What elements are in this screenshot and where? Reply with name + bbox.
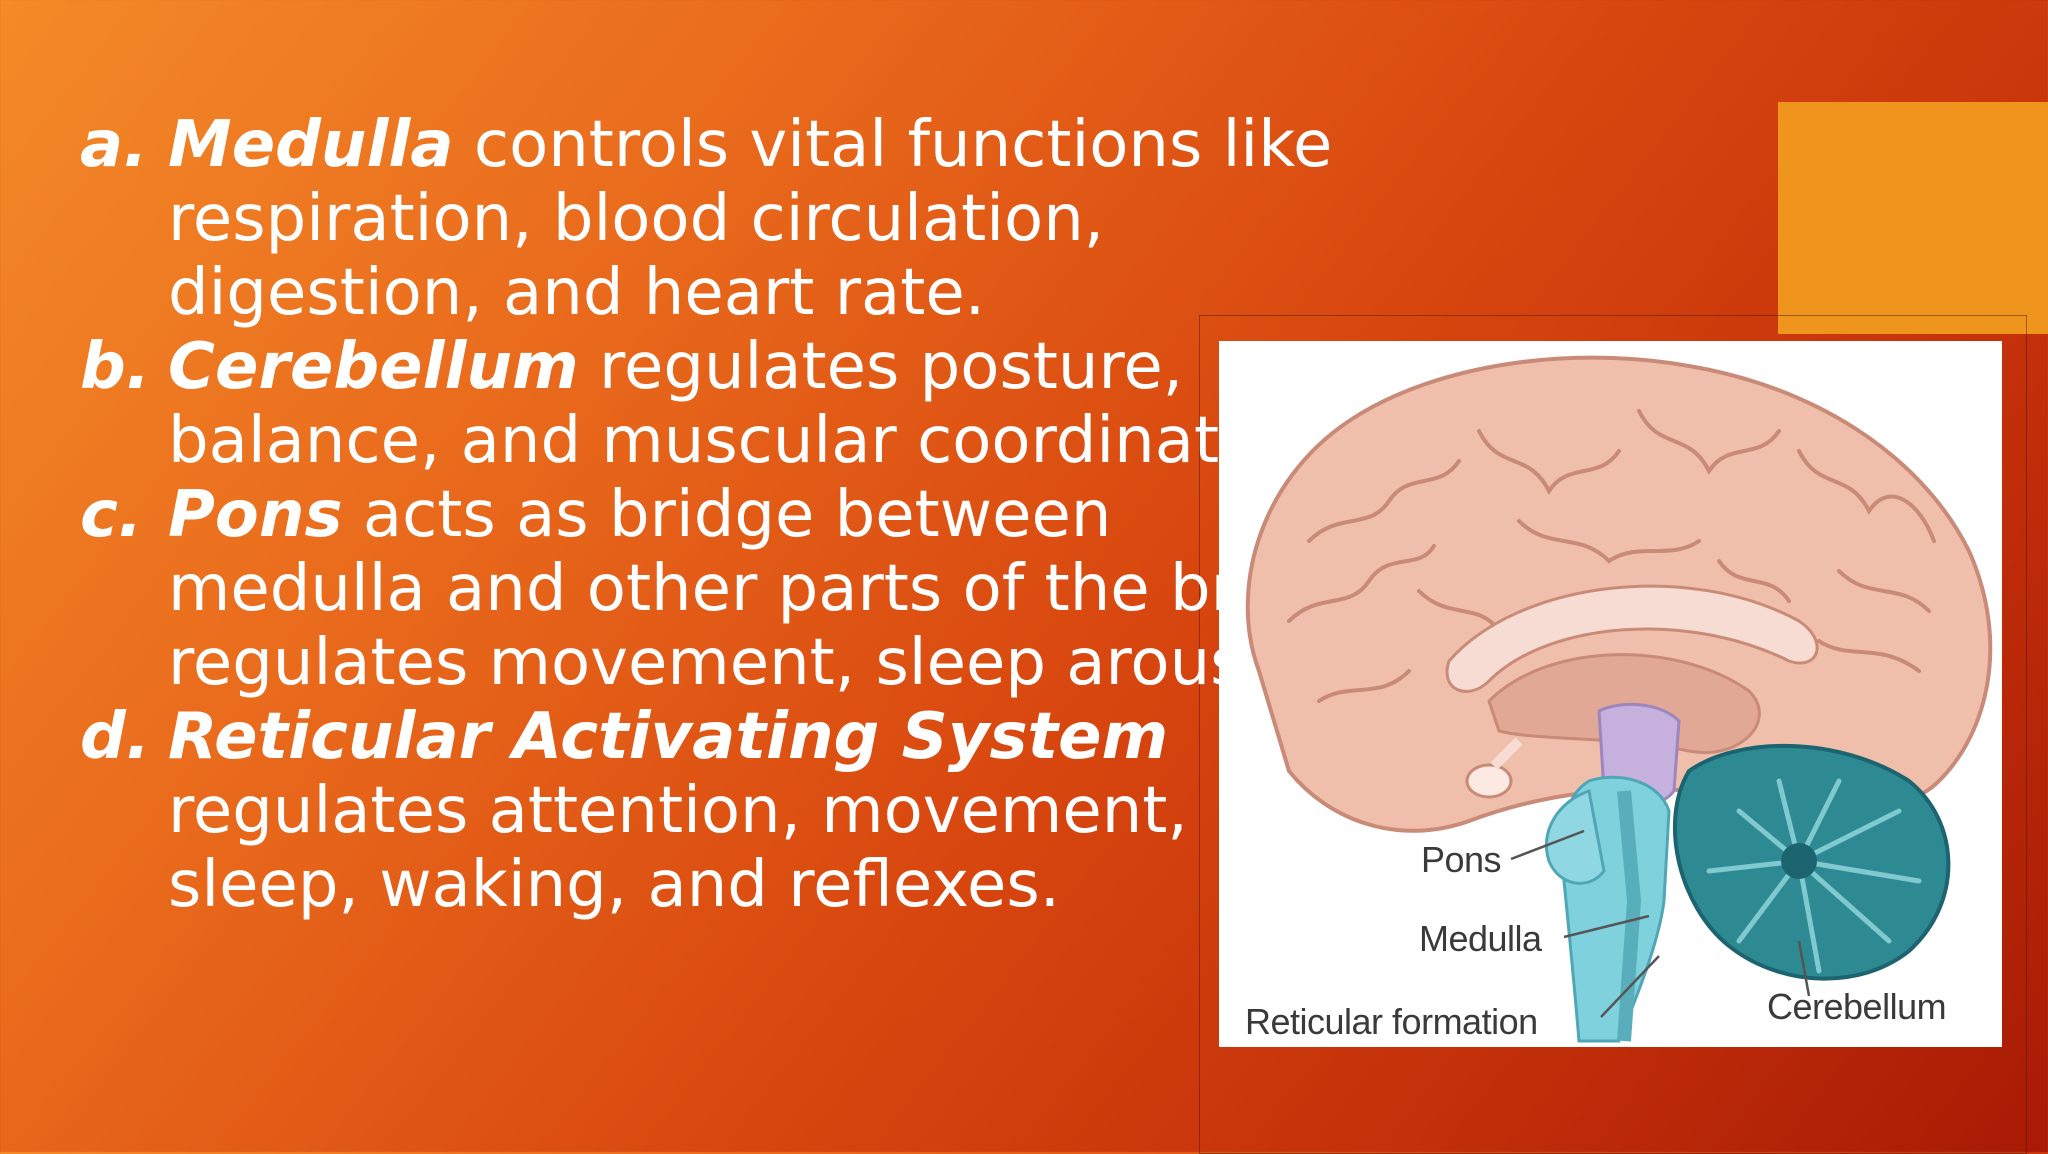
gyri-lines — [1287, 409, 1936, 703]
label-pons: Pons — [1421, 839, 1502, 880]
list-item-cerebellum: b. Cerebellum regulates posture, balance… — [80, 330, 1302, 478]
item-marker: c. — [80, 478, 143, 552]
item-text: regulates movement, sleep arousal. — [168, 626, 1321, 700]
item-text: digestion, and heart rate. — [168, 256, 986, 330]
item-text: medulla and other parts of the brai — [168, 552, 1294, 626]
bullet-list: a. Medulla controls vital functions like… — [80, 108, 1332, 922]
cerebellum — [1672, 743, 1951, 981]
item-marker: a. — [80, 108, 148, 182]
label-cerebellum: Cerebellum — [1767, 986, 1947, 1027]
item-text: respiration, blood circulation, — [168, 182, 1105, 256]
corpus-callosum — [1445, 584, 1819, 693]
list-item-ras: d. Reticular Activating System regulates… — [80, 700, 1240, 922]
list-item-medulla: a. Medulla controls vital functions like… — [80, 108, 1332, 330]
brain-diagram: Pons Medulla Reticular formation Cerebel… — [1219, 341, 2002, 1047]
item-text: balance, and muscular coordinatior — [168, 404, 1303, 478]
term-ras: Reticular Activating System — [168, 700, 1169, 774]
pointer-lines — [1510, 829, 1811, 1018]
item-marker: b. — [80, 330, 151, 404]
term-pons: Pons — [168, 478, 343, 552]
label-reticular-formation: Reticular formation — [1245, 1001, 1538, 1042]
item-text: controls vital functions like — [453, 108, 1333, 182]
item-text: regulates attention, movement, — [168, 774, 1188, 848]
item-text: regulates posture, — [578, 330, 1184, 404]
accent-square — [1778, 102, 2048, 334]
term-medulla: Medulla — [168, 108, 454, 182]
item-text: sleep, waking, and reflexes. — [168, 848, 1061, 922]
brain-illustration — [1245, 355, 1993, 1043]
list-item-pons: c. Pons acts as bridge between medulla a… — [80, 478, 1321, 700]
label-medulla: Medulla — [1419, 918, 1542, 959]
reticular-formation — [1617, 790, 1642, 1042]
pituitary — [1465, 763, 1513, 799]
item-marker: d. — [80, 700, 151, 774]
pons — [1544, 789, 1606, 885]
item-text: acts as bridge between — [342, 478, 1112, 552]
term-cerebellum: Cerebellum — [168, 330, 579, 404]
